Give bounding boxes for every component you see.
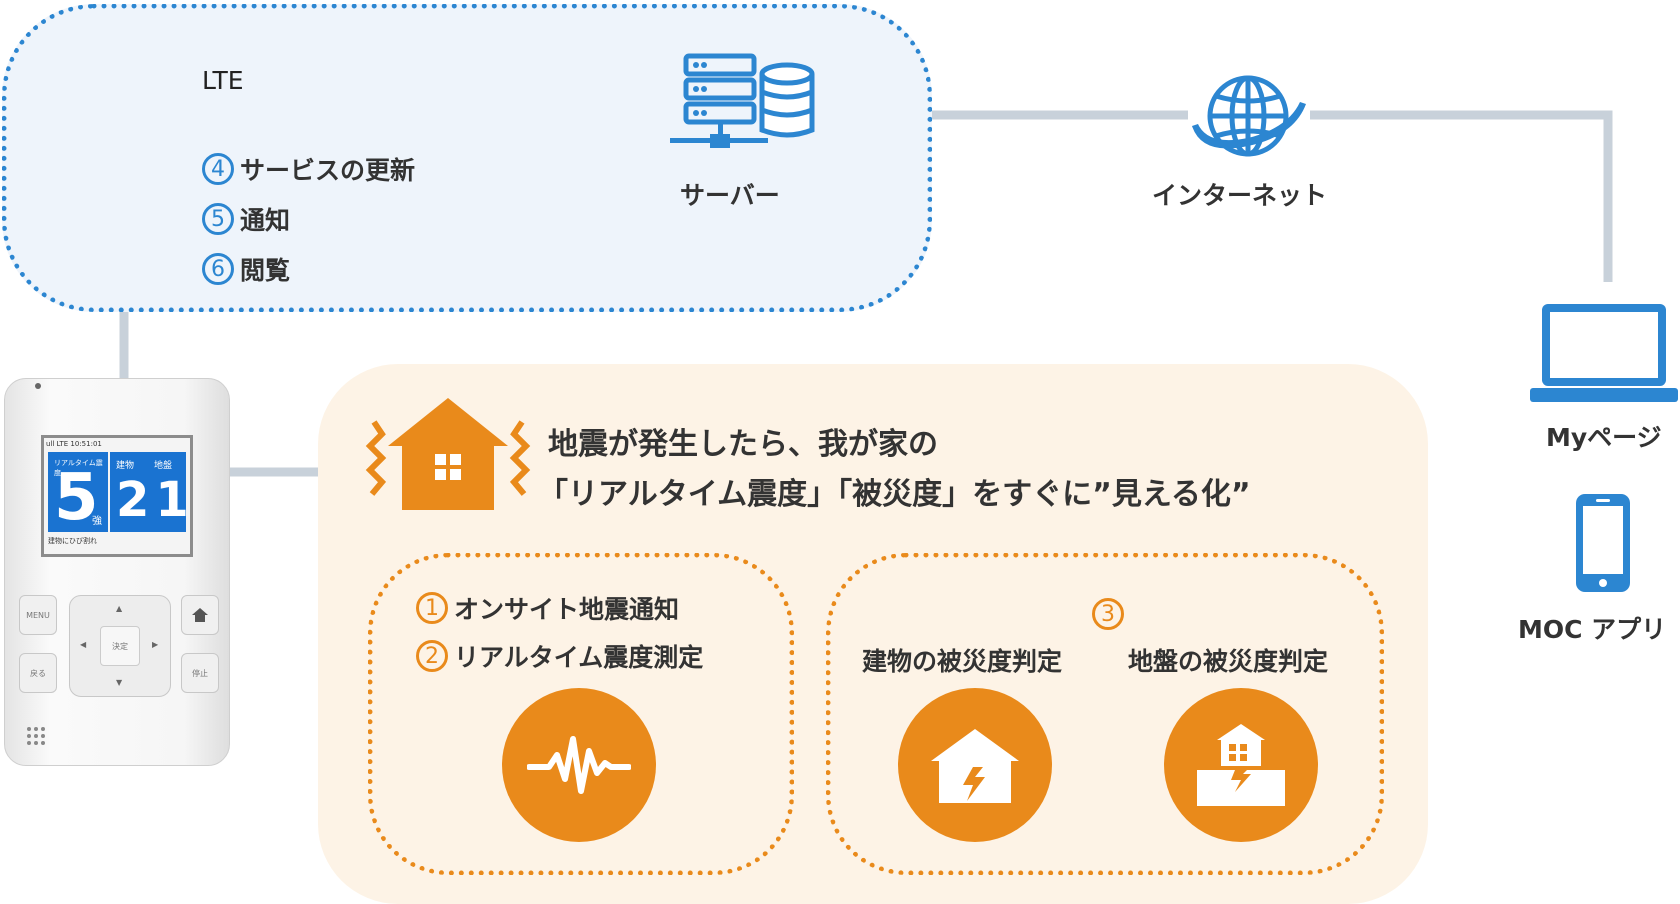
menu-button[interactable]: MENU [19, 595, 57, 635]
building-title: 建物 [116, 461, 135, 471]
ok-button[interactable]: 決定 [100, 626, 140, 666]
network-steps: 4 サービスの更新 5 通知 6 閲覧 [202, 144, 415, 294]
step-label: オンサイト地震通知 [454, 595, 680, 624]
arrow-down-icon[interactable]: ▼ [116, 678, 123, 687]
headline: 地震が発生したら、我が家の 「リアルタイム震度」「被災度」をすぐに”見える化” [538, 420, 1251, 520]
arrow-right-icon[interactable]: ▶ [152, 640, 159, 649]
mypage-label: Myページ [1546, 423, 1662, 452]
lte-label: LTE [202, 66, 244, 95]
building-damage-label: 建物の被災度判定 [862, 647, 1063, 676]
step-label: 閲覧 [240, 256, 291, 285]
step-2: 2 リアルタイム震度測定 [416, 632, 703, 680]
onsite-steps: 1 オンサイト地震通知 2 リアルタイム震度測定 [416, 584, 703, 680]
step-4: 4 サービスの更新 [202, 144, 415, 194]
server-label: サーバー [680, 181, 780, 210]
direction-pad[interactable]: ▲ ▼ ◀ ▶ 決定 [69, 595, 171, 697]
device-camera [35, 383, 41, 389]
device-screen: ull LTE 10:51:01 リアルタイム震度 5 強 建物 地盤 21 建… [41, 435, 193, 557]
step-label: 通知 [240, 206, 291, 235]
step-number: 6 [202, 253, 234, 285]
onsite-zone [368, 553, 794, 875]
shindo-value: 5 [54, 461, 99, 535]
app-label: MOC アプリ [1518, 615, 1667, 644]
damage-zone [826, 553, 1384, 875]
server-database-icon [670, 53, 815, 148]
step-number: 2 [416, 640, 448, 672]
speaker-grille-icon [27, 727, 45, 745]
damage-panel: 建物 地盤 21 [110, 452, 189, 532]
step-6: 6 閲覧 [202, 244, 415, 294]
globe-icon [1192, 75, 1306, 157]
smartphone-icon [1576, 494, 1630, 592]
step-5: 5 通知 [202, 194, 415, 244]
ground-damage-label: 地盤の被災度判定 [1128, 647, 1329, 676]
step-label: リアルタイム震度測定 [454, 643, 704, 672]
step-number: 1 [416, 592, 448, 624]
screen-footer: 建物にひび割れ [48, 537, 97, 545]
shindo-suffix: 強 [92, 516, 102, 527]
home-icon [192, 608, 208, 622]
step-label: サービスの更新 [240, 156, 416, 185]
arrow-left-icon[interactable]: ◀ [80, 640, 87, 649]
headline-line1: 地震が発生したら、我が家の [548, 427, 938, 462]
ground-title: 地盤 [154, 461, 173, 471]
step-3-number: 3 [1092, 598, 1124, 630]
screen-status-bar: ull LTE 10:51:01 [46, 440, 102, 448]
step-number: 5 [202, 203, 234, 235]
internet-label: インターネット [1152, 181, 1328, 210]
lte-zone [2, 4, 932, 312]
shindo-title: リアルタイム震度 [54, 459, 103, 477]
damage-value: 21 [116, 472, 195, 528]
house-icon [365, 398, 531, 510]
back-button[interactable]: 戻る [19, 653, 57, 693]
line-internet-to-laptop [1310, 110, 1613, 282]
headline-line2: 「リアルタイム震度」「被災度」をすぐに”見える化” [538, 477, 1251, 512]
seismic-wave-icon [502, 688, 656, 842]
ground-damage-icon [1164, 688, 1318, 842]
step-1: 1 オンサイト地震通知 [416, 584, 703, 632]
home-button[interactable] [181, 595, 219, 635]
shindo-panel: リアルタイム震度 5 強 [48, 452, 108, 532]
laptop-icon [1530, 304, 1678, 402]
earthquake-sensor-device: ull LTE 10:51:01 リアルタイム震度 5 強 建物 地盤 21 建… [4, 378, 230, 766]
stop-button[interactable]: 停止 [181, 653, 219, 693]
step-number: 4 [202, 153, 234, 185]
arrow-up-icon[interactable]: ▲ [116, 604, 123, 613]
building-damage-icon [898, 688, 1052, 842]
